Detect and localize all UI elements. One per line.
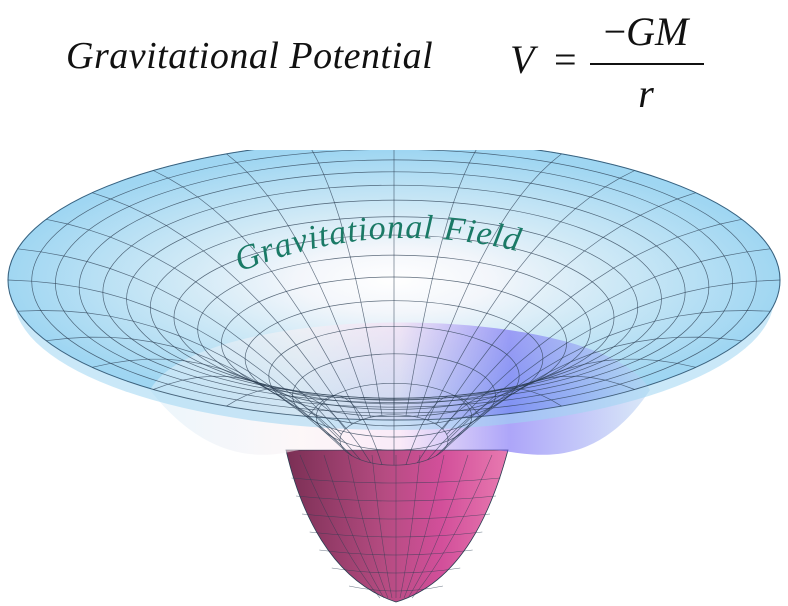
throat-grid-line — [399, 454, 421, 599]
grid-spoke — [307, 395, 383, 465]
throat-grid-line — [299, 454, 381, 599]
grid-spoke — [17, 310, 342, 446]
grid-spoke — [417, 387, 562, 463]
throat-grid-line — [407, 454, 469, 599]
grid-spoke — [442, 336, 742, 452]
grid-spoke — [153, 170, 361, 421]
grid-spoke — [442, 218, 742, 430]
grid-spoke — [427, 170, 635, 421]
grid-spoke — [417, 153, 562, 418]
grid-spoke — [226, 153, 371, 418]
formula-numerator-text: GM — [626, 9, 689, 54]
grid-spoke — [446, 310, 771, 446]
throat-grid-line — [403, 454, 445, 599]
formula-minus: − — [603, 9, 627, 54]
grid-spoke — [226, 387, 371, 463]
gravity-well-svg: Gravitational Field — [7, 150, 781, 603]
fraction-bar — [590, 63, 704, 65]
grid-spoke — [7, 279, 341, 441]
formula-denominator: r — [638, 71, 654, 116]
potential-formula: V = −GM r — [510, 6, 730, 126]
grid-spoke — [446, 248, 771, 435]
formula-lhs: V — [510, 37, 535, 82]
grid-spoke — [92, 192, 352, 425]
gravity-well-diagram: Gravitational Field — [0, 150, 788, 606]
throat-grid-line — [411, 454, 493, 599]
formula-numerator: −GM — [586, 8, 706, 55]
grid-spoke — [311, 150, 383, 416]
grid-spoke — [405, 150, 477, 416]
formula-equals: = — [554, 37, 577, 82]
grid-spoke — [436, 192, 696, 425]
grid-spoke — [405, 395, 481, 465]
grid-spoke — [46, 336, 346, 452]
grid-spoke — [46, 218, 346, 430]
funnel-throat — [285, 449, 509, 603]
throat-shape — [285, 449, 509, 603]
throat-grid-line — [347, 454, 389, 599]
header: Gravitational Potential V = −GM r — [0, 0, 788, 130]
surface-grid — [7, 150, 781, 466]
grid-spoke — [92, 358, 352, 456]
throat-grid-line — [371, 454, 393, 599]
throat-grid-line — [323, 454, 385, 599]
title: Gravitational Potential — [66, 35, 434, 77]
grid-spoke — [17, 248, 342, 435]
grid-spoke — [427, 375, 635, 460]
grid-spoke — [436, 358, 696, 456]
